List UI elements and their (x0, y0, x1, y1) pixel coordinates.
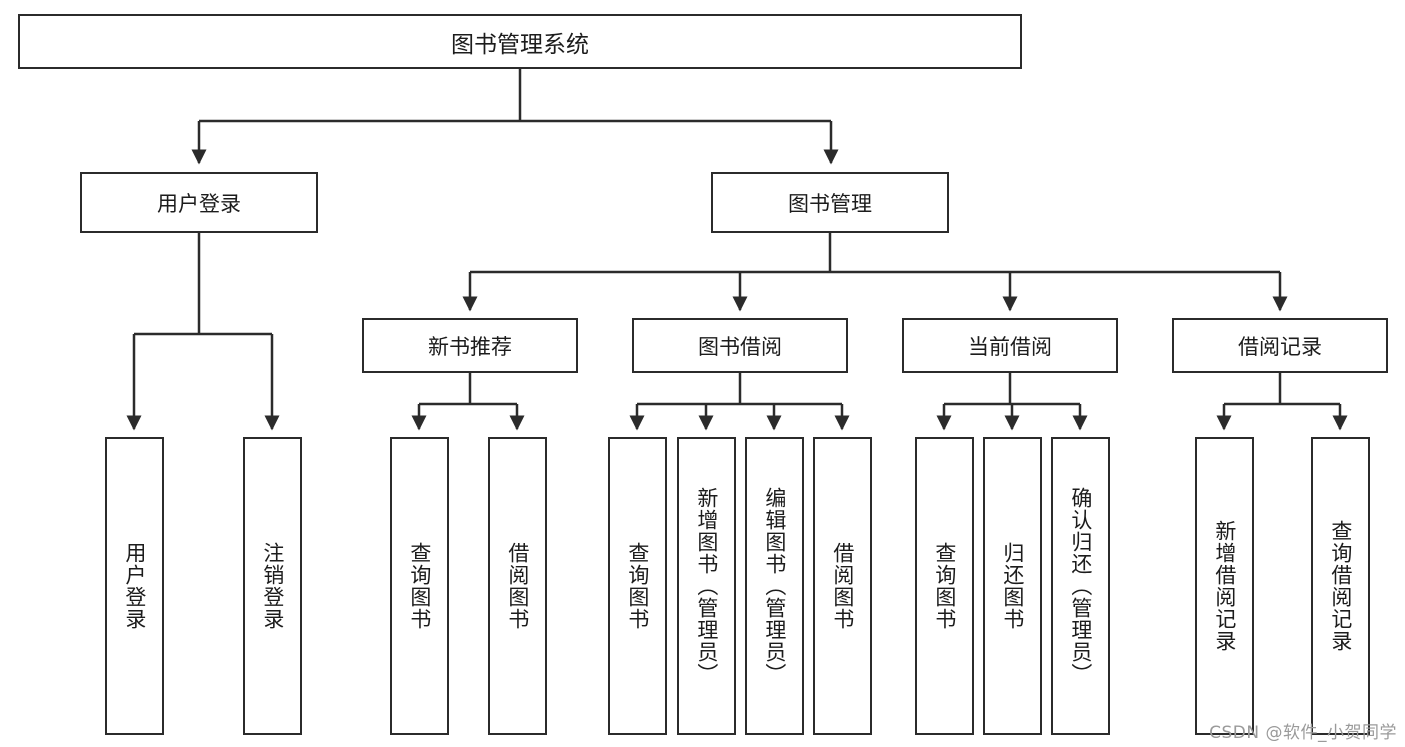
node-book-borrow[interactable]: 图书借阅 (632, 318, 848, 373)
node-leaf-edit-book-admin-label: 编辑图书（管理员） (762, 487, 787, 685)
node-leaf-query-book-3-label: 查询图书 (932, 542, 957, 630)
node-leaf-user-login[interactable]: 用户登录 (105, 437, 164, 735)
node-current-borrow-label: 当前借阅 (968, 334, 1052, 359)
node-leaf-confirm-return-admin[interactable]: 确认归还（管理员） (1051, 437, 1110, 735)
node-book-borrow-label: 图书借阅 (698, 334, 782, 359)
node-new-book-recommend[interactable]: 新书推荐 (362, 318, 578, 373)
node-borrow-records-label: 借阅记录 (1238, 334, 1322, 359)
node-leaf-borrow-book-1[interactable]: 借阅图书 (488, 437, 547, 735)
node-book-management[interactable]: 图书管理 (711, 172, 949, 233)
node-leaf-query-borrow-record-label: 查询借阅记录 (1328, 520, 1353, 652)
node-new-book-recommend-label: 新书推荐 (428, 334, 512, 359)
node-leaf-confirm-return-admin-label: 确认归还（管理员） (1068, 487, 1093, 685)
watermark-text: CSDN @软件_小贺同学 (1209, 723, 1397, 743)
node-leaf-logout[interactable]: 注销登录 (243, 437, 302, 735)
node-leaf-edit-book-admin[interactable]: 编辑图书（管理员） (745, 437, 804, 735)
node-leaf-return-book[interactable]: 归还图书 (983, 437, 1042, 735)
node-leaf-query-book-2-label: 查询图书 (625, 542, 650, 630)
node-leaf-logout-label: 注销登录 (260, 542, 285, 630)
node-borrow-records[interactable]: 借阅记录 (1172, 318, 1388, 373)
node-leaf-query-book-3[interactable]: 查询图书 (915, 437, 974, 735)
node-user-login-label: 用户登录 (157, 191, 241, 216)
node-leaf-query-book-1[interactable]: 查询图书 (390, 437, 449, 735)
node-leaf-borrow-book-2[interactable]: 借阅图书 (813, 437, 872, 735)
node-leaf-add-borrow-record-label: 新增借阅记录 (1212, 520, 1237, 652)
node-leaf-add-borrow-record[interactable]: 新增借阅记录 (1195, 437, 1254, 735)
node-leaf-query-book-1-label: 查询图书 (407, 542, 432, 630)
node-book-management-label: 图书管理 (788, 191, 872, 216)
node-leaf-add-book-admin-label: 新增图书（管理员） (694, 487, 719, 685)
node-root-label: 图书管理系统 (451, 31, 589, 58)
node-leaf-query-book-2[interactable]: 查询图书 (608, 437, 667, 735)
node-leaf-query-borrow-record[interactable]: 查询借阅记录 (1311, 437, 1370, 735)
node-leaf-borrow-book-2-label: 借阅图书 (830, 542, 855, 630)
node-leaf-user-login-label: 用户登录 (122, 542, 147, 630)
node-user-login[interactable]: 用户登录 (80, 172, 318, 233)
node-root[interactable]: 图书管理系统 (18, 14, 1022, 69)
node-leaf-return-book-label: 归还图书 (1000, 542, 1025, 630)
node-leaf-add-book-admin[interactable]: 新增图书（管理员） (677, 437, 736, 735)
node-leaf-borrow-book-1-label: 借阅图书 (505, 542, 530, 630)
node-current-borrow[interactable]: 当前借阅 (902, 318, 1118, 373)
